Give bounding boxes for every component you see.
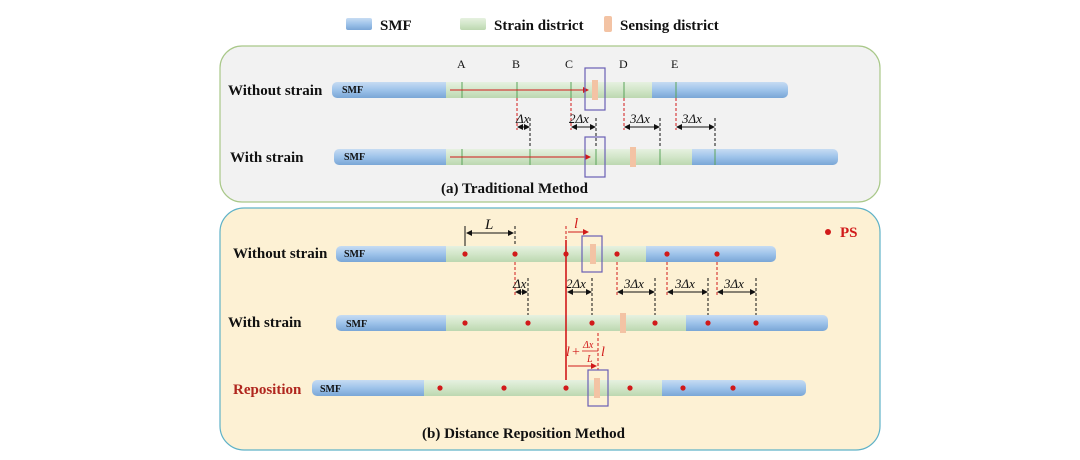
- panel-a-delta-4: 3Δx: [681, 111, 702, 126]
- panel-b-row3-label: Reposition: [233, 382, 302, 398]
- panel-a-frame: [219, 45, 881, 203]
- panel-b-delta-2: 2Δx: [566, 276, 586, 291]
- panel-b-delta-5: 3Δx: [723, 276, 744, 291]
- legend: SMF Strain district Sensing district: [346, 16, 719, 34]
- formula-num: Δx: [582, 340, 594, 351]
- row2-ps-6: [753, 320, 759, 326]
- panel-a-delta-1: Δx: [515, 111, 530, 126]
- row1-ps-5: [664, 251, 670, 257]
- row1-ps-4: [614, 251, 620, 257]
- panel-a-row2-sensing: [630, 147, 636, 167]
- formula-l: l: [566, 345, 570, 360]
- panel-b-row1-sensing: [590, 244, 596, 264]
- panel-a-row1-label: Without strain: [228, 83, 323, 99]
- row2-ps-4: [652, 320, 658, 326]
- panel-a-delta-2: 2Δx: [569, 111, 589, 126]
- panel-b-l-label: l: [574, 216, 578, 232]
- legend-sensing-swatch: [604, 16, 612, 32]
- panel-b-row3-fiber-label: SMF: [320, 384, 341, 395]
- point-a-label: A: [457, 57, 466, 71]
- row3-ps-5: [680, 385, 686, 391]
- point-c-label: C: [565, 57, 573, 71]
- panel-b-row3-sensing: [594, 378, 600, 398]
- panel-a-row2-fiber-label: SMF: [344, 152, 365, 163]
- row2-ps-1: [462, 320, 468, 326]
- formula-l2: l: [601, 345, 605, 360]
- legend-strain-swatch: [460, 18, 486, 30]
- panel-b-caption: (b) Distance Reposition Method: [422, 426, 626, 442]
- panel-b-L-label: L: [484, 217, 493, 233]
- ps-marker-icon: [825, 229, 831, 235]
- panel-b-row2-label: With strain: [228, 315, 302, 331]
- row3-ps-3: [563, 385, 569, 391]
- row3-ps-1: [437, 385, 443, 391]
- panel-b-row3-strain: [424, 380, 662, 396]
- panel-b-row2-fiber-label: SMF: [346, 319, 367, 330]
- panel-b-row3-box: [587, 369, 609, 407]
- legend-smf-label: SMF: [380, 18, 412, 34]
- point-d-label: D: [619, 57, 628, 71]
- panel-a-caption: (a) Traditional Method: [441, 181, 589, 197]
- panel-b: PS Without strain With strain Reposition…: [219, 207, 881, 451]
- point-e-label: E: [671, 57, 678, 71]
- panel-a-delta-3: 3Δx: [629, 111, 650, 126]
- panel-b-delta-1: Δx: [512, 276, 527, 291]
- row2-ps-2: [525, 320, 531, 326]
- row3-ps-4: [627, 385, 633, 391]
- panel-a-row2-box: [584, 136, 606, 178]
- row3-ps-2: [501, 385, 507, 391]
- row1-ps-6: [714, 251, 720, 257]
- row2-ps-3: [589, 320, 595, 326]
- legend-sensing-label: Sensing district: [620, 18, 719, 34]
- panel-b-delta-3: 3Δx: [623, 276, 644, 291]
- row1-ps-1: [462, 251, 468, 257]
- panel-b-row1-fiber-label: SMF: [344, 249, 365, 260]
- panel-b-row1-box: [581, 235, 603, 273]
- panel-a-row1-sensing: [592, 80, 598, 100]
- panel-a: Without strain With strain SMF A B C D E: [219, 45, 881, 203]
- formula-den: L: [586, 354, 593, 365]
- legend-smf-swatch: [346, 18, 372, 30]
- row3-ps-6: [730, 385, 736, 391]
- row1-ps-2: [512, 251, 518, 257]
- panel-b-delta-4: 3Δx: [674, 276, 695, 291]
- panel-a-row1-box: [584, 67, 606, 111]
- reposition-formula: l + Δx L l: [566, 340, 605, 365]
- formula-plus: +: [572, 345, 580, 360]
- panel-a-row2-label: With strain: [230, 150, 304, 166]
- ps-label: PS: [840, 225, 858, 241]
- legend-strain-label: Strain district: [494, 18, 584, 34]
- panel-b-row1-label: Without strain: [233, 246, 328, 262]
- row2-ps-5: [705, 320, 711, 326]
- panel-b-row2-sensing: [620, 313, 626, 333]
- panel-a-row1-fiber-label: SMF: [342, 85, 363, 96]
- point-b-label: B: [512, 57, 520, 71]
